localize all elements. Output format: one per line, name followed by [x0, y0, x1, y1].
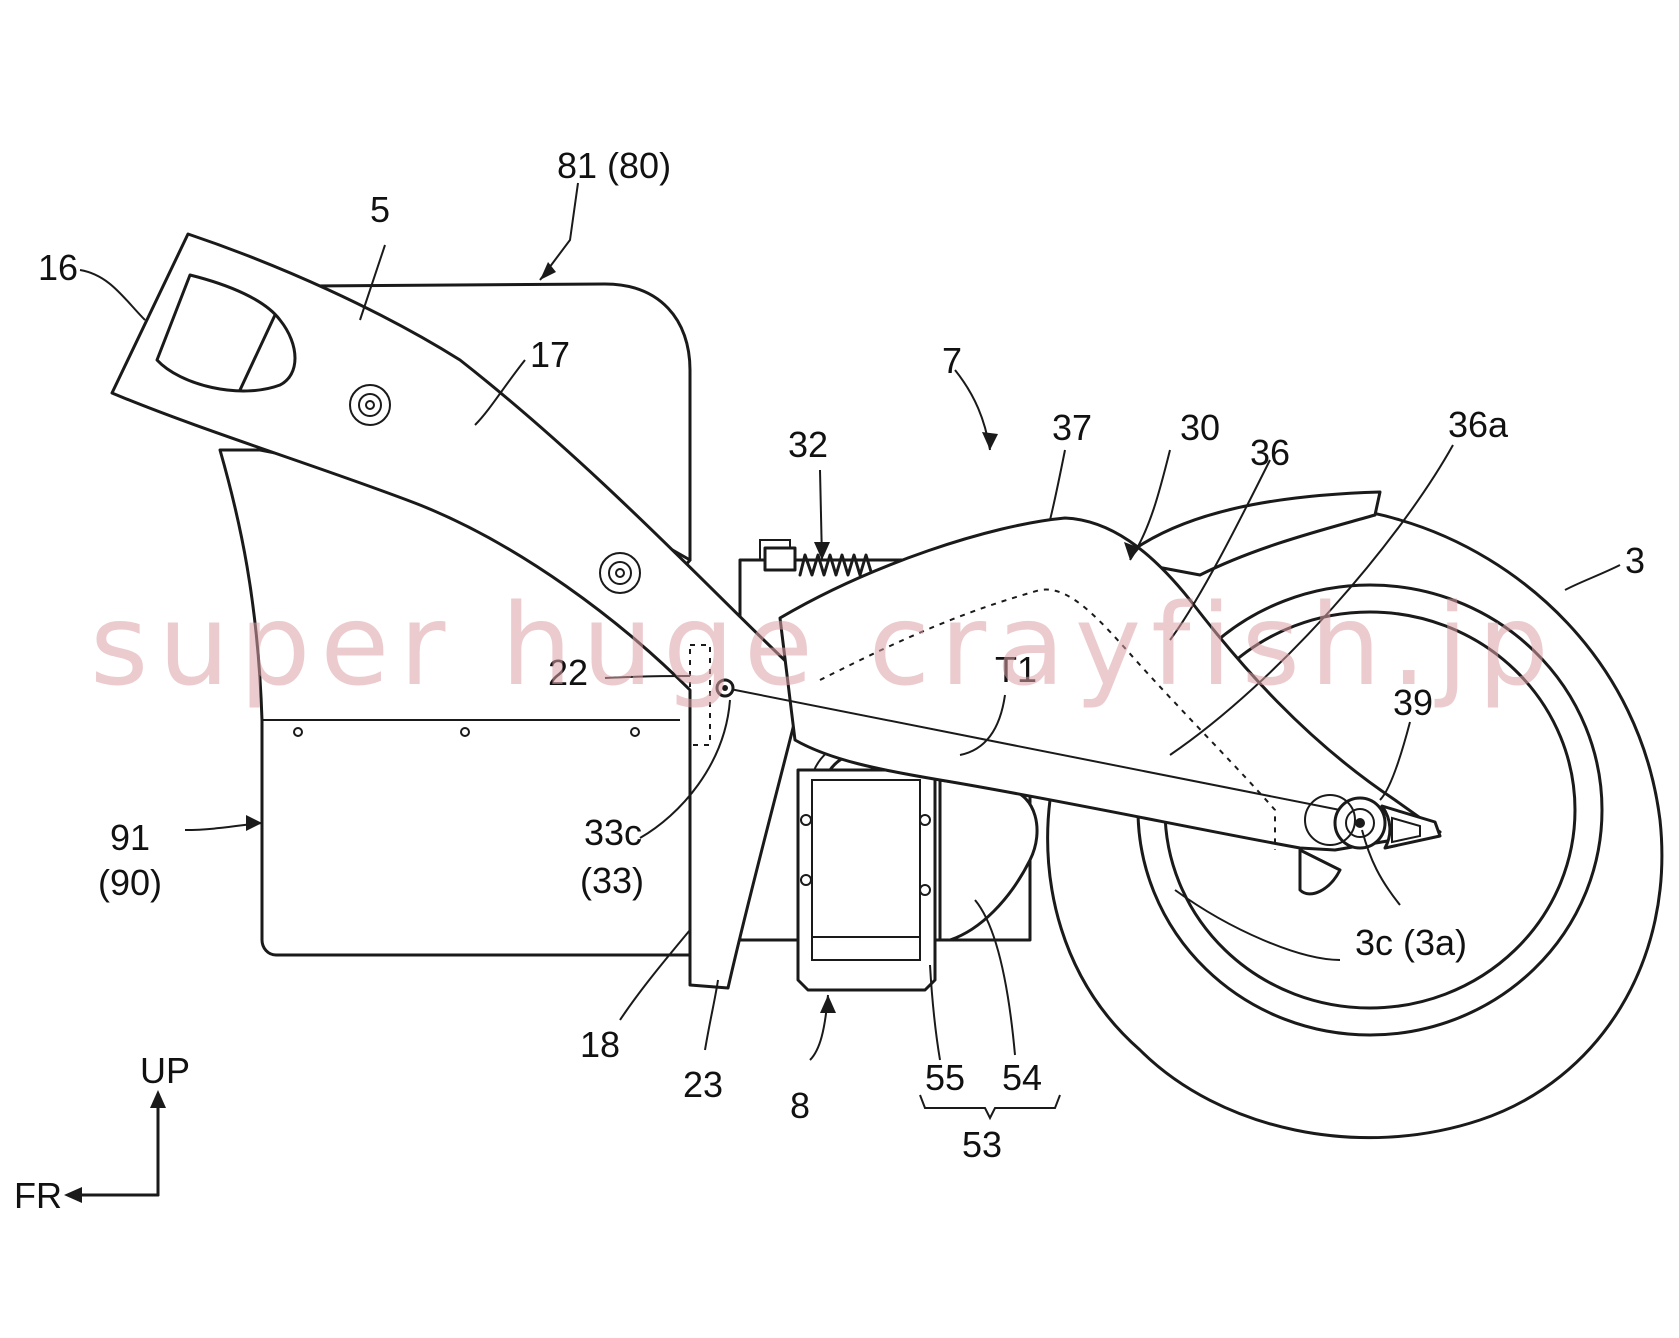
label-39: 39	[1393, 682, 1433, 723]
arrow-heads	[64, 262, 1140, 1203]
label-5: 5	[370, 189, 390, 230]
label-17: 17	[530, 334, 570, 375]
label-55: 55	[925, 1057, 965, 1098]
swing-arm-33	[724, 516, 1442, 896]
label-FR: FR	[14, 1175, 62, 1216]
label-36: 36	[1250, 432, 1290, 473]
label-30: 30	[1180, 407, 1220, 448]
rear-fender-30	[1118, 490, 1382, 577]
label-23: 23	[683, 1064, 723, 1105]
label-33: (33)	[580, 860, 644, 901]
main-frame-5	[110, 232, 797, 990]
label-37: 37	[1052, 407, 1092, 448]
label-T1: T1	[995, 649, 1037, 690]
label-UP: UP	[140, 1050, 190, 1091]
label-3: 3	[1625, 540, 1645, 581]
label-54: 54	[1002, 1057, 1042, 1098]
label-90: (90)	[98, 862, 162, 903]
label-3c: 3c (3a)	[1355, 922, 1467, 963]
label-33c: 33c	[584, 812, 642, 853]
label-36a: 36a	[1448, 404, 1509, 445]
label-32: 32	[788, 424, 828, 465]
label-8: 8	[790, 1085, 810, 1126]
label-22: 22	[548, 652, 588, 693]
label-53: 53	[962, 1124, 1002, 1165]
label-81: 81 (80)	[557, 145, 671, 186]
watermark-text: super huge crayfish.jp	[90, 581, 1559, 711]
label-91: 91	[110, 817, 150, 858]
battery-case-8	[796, 768, 937, 992]
label-7: 7	[942, 340, 962, 381]
motor-case-54	[938, 778, 1039, 942]
label-18: 18	[580, 1024, 620, 1065]
label-16: 16	[38, 247, 78, 288]
reference-labels: 16 5 81 (80) 17 7 32 37 30 36 36a 3 22 T…	[14, 145, 1645, 1216]
